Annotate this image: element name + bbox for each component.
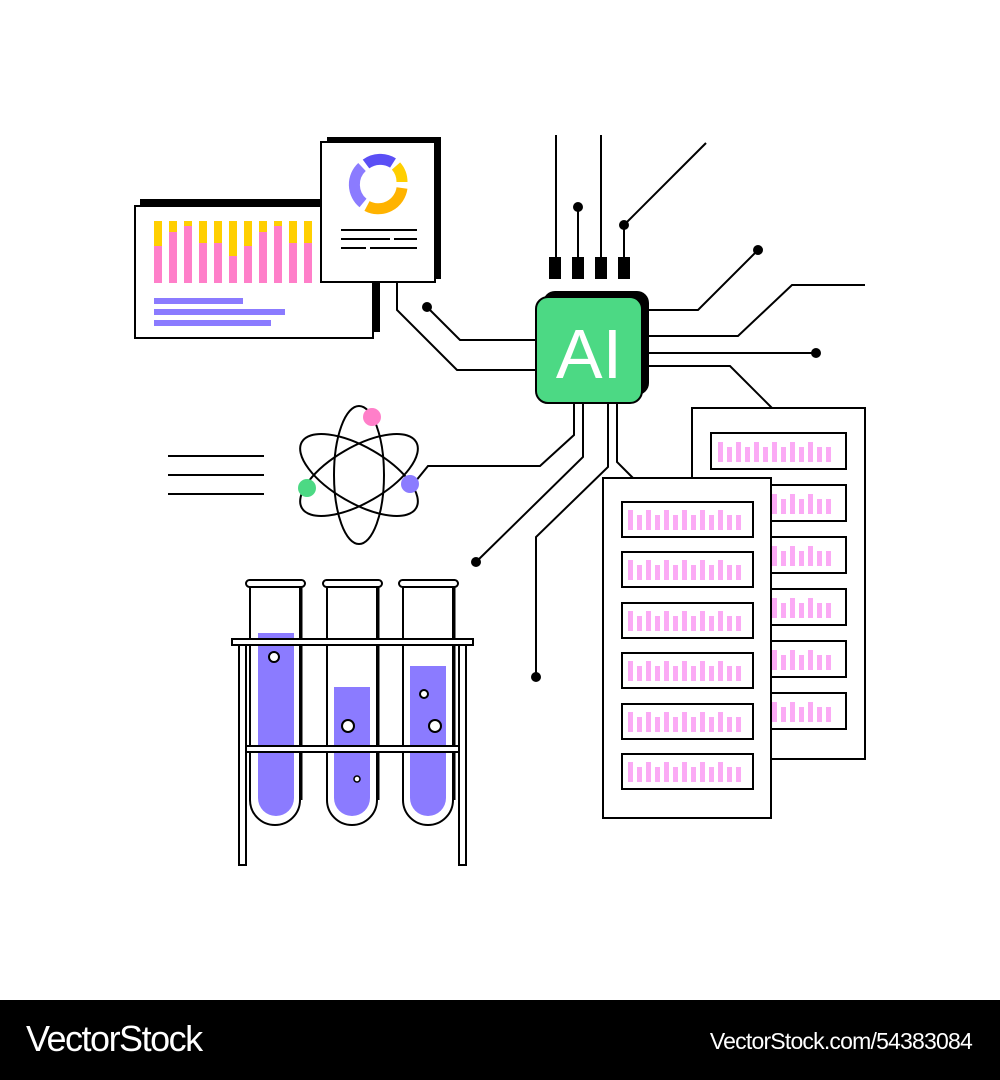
donut-text-lines xyxy=(341,229,417,249)
test-tube-3 xyxy=(398,579,459,826)
test-tube-1 xyxy=(245,579,306,826)
ai-chip: AI xyxy=(535,291,649,404)
atom-icon xyxy=(168,405,419,545)
stacked-bars xyxy=(154,221,312,283)
brand-logo-text: VectorStock xyxy=(26,1018,203,1059)
image-url-text: VectorStock.com/54383084 xyxy=(709,1028,973,1054)
donut-chart xyxy=(348,153,408,215)
test-tube-2 xyxy=(322,579,383,826)
trace-endpoints xyxy=(422,202,821,682)
circuit-traces xyxy=(396,135,865,677)
report-text-lines xyxy=(154,298,285,326)
ai-research-illustration: AI xyxy=(134,135,866,866)
server-slot-indicators xyxy=(604,442,831,817)
watermark-footer: VectorStock VectorStock.com/54383084 xyxy=(0,1000,1000,1080)
chip-pins xyxy=(549,257,630,279)
chip-label: AI xyxy=(556,315,622,393)
test-tube-rack xyxy=(231,579,474,866)
donut-report-document xyxy=(320,137,441,283)
